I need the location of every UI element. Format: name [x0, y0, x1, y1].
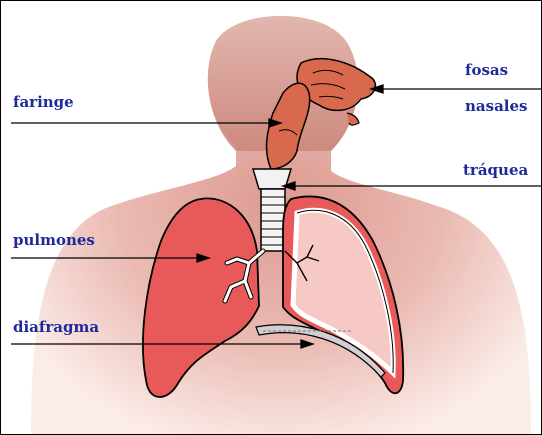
label-faringe: faringe [13, 93, 74, 111]
label-fosas-line1: fosas [465, 61, 508, 79]
label-fosas-line2: nasales [465, 97, 527, 115]
label-traquea: tráquea [463, 161, 528, 179]
label-pulmones: pulmones [13, 231, 95, 249]
label-diafragma: diafragma [13, 318, 99, 336]
